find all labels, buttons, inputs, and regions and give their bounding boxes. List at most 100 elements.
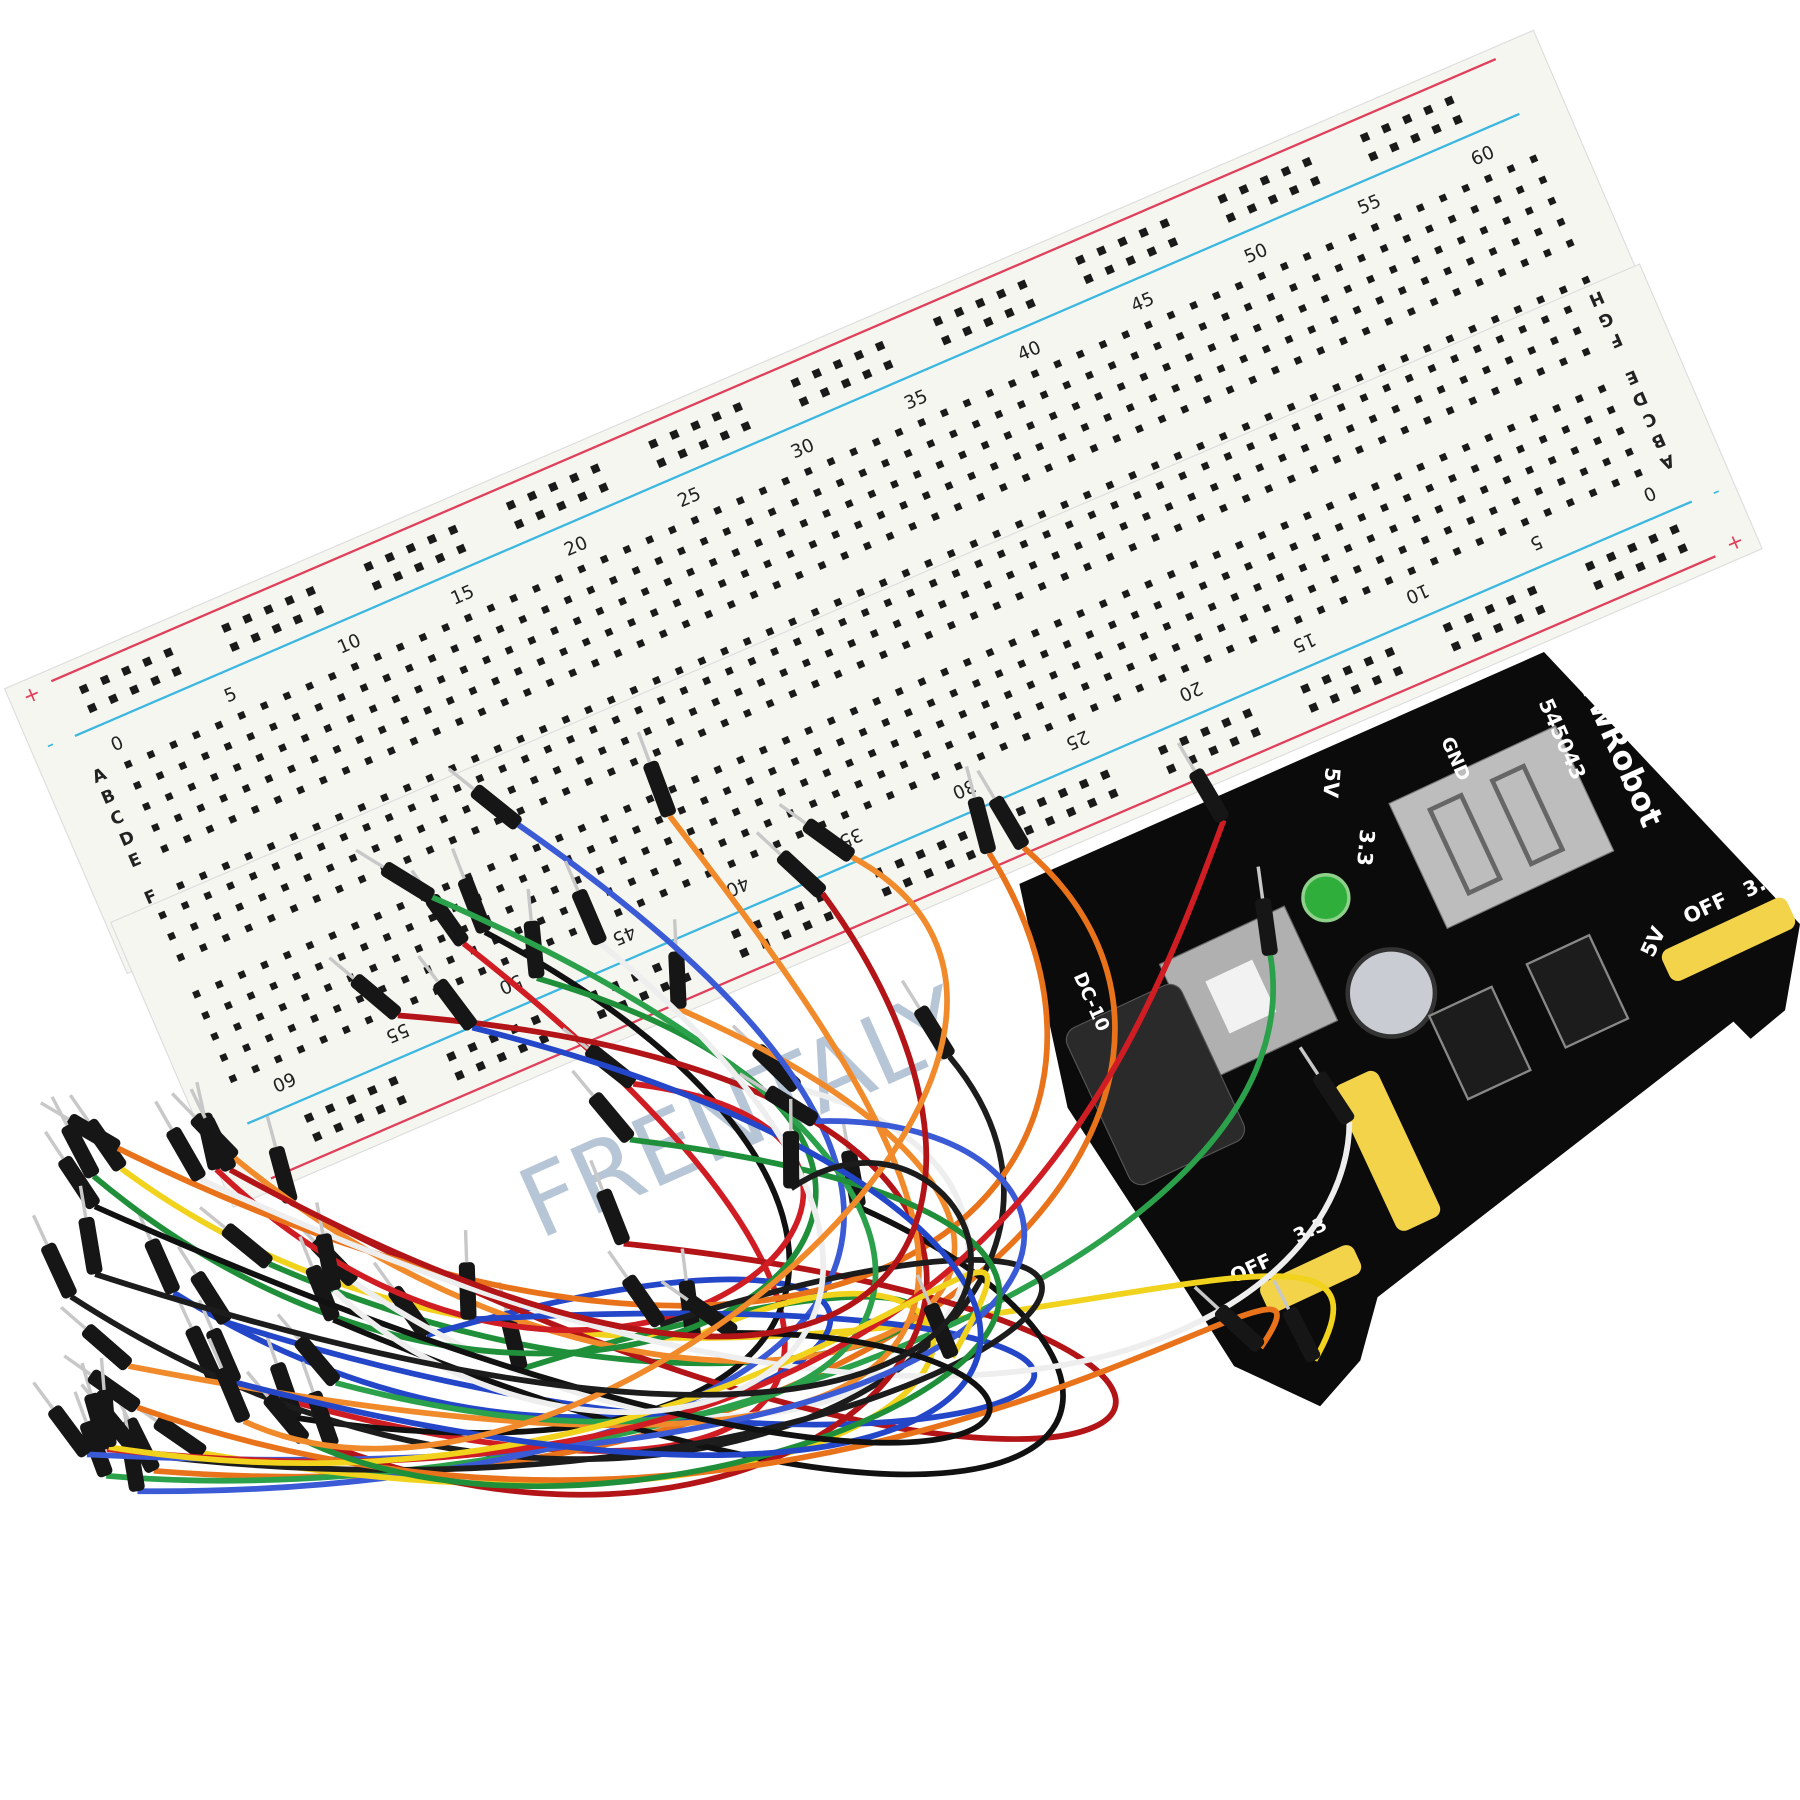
- terminal-hole[interactable]: [1547, 196, 1557, 206]
- terminal-hole[interactable]: [400, 974, 410, 984]
- terminal-hole[interactable]: [912, 729, 923, 739]
- terminal-hole[interactable]: [255, 753, 265, 763]
- terminal-hole[interactable]: [622, 544, 632, 554]
- rail-hole[interactable]: [1108, 788, 1119, 800]
- wire-connector[interactable]: [60, 1349, 142, 1414]
- terminal-hole[interactable]: [1593, 436, 1603, 446]
- terminal-hole[interactable]: [949, 688, 959, 698]
- terminal-hole[interactable]: [310, 1013, 320, 1023]
- rail-hole[interactable]: [547, 481, 559, 493]
- terminal-hole[interactable]: [878, 578, 888, 588]
- output-header[interactable]: [1332, 1068, 1444, 1234]
- terminal-hole[interactable]: [1624, 447, 1634, 457]
- terminal-hole[interactable]: [658, 629, 668, 639]
- terminal-hole[interactable]: [1465, 256, 1475, 266]
- terminal-hole[interactable]: [847, 638, 857, 648]
- terminal-hole[interactable]: [856, 659, 866, 669]
- terminal-hole[interactable]: [663, 836, 673, 846]
- terminal-hole[interactable]: [1021, 732, 1031, 742]
- terminal-hole[interactable]: [1060, 572, 1070, 582]
- terminal-hole[interactable]: [1520, 517, 1530, 527]
- terminal-hole[interactable]: [595, 865, 605, 875]
- wire-connector[interactable]: [566, 1066, 636, 1145]
- terminal-hole[interactable]: [223, 1001, 233, 1011]
- terminal-hole[interactable]: [1332, 383, 1342, 393]
- terminal-hole[interactable]: [296, 785, 306, 795]
- rail-hole[interactable]: [263, 604, 274, 615]
- jumper-wire[interactable]: [93, 1203, 993, 1446]
- terminal-hole[interactable]: [971, 678, 981, 688]
- terminal-hole[interactable]: [1488, 246, 1498, 257]
- terminal-hole[interactable]: [212, 912, 222, 922]
- terminal-hole[interactable]: [1329, 315, 1339, 325]
- terminal-hole[interactable]: [554, 574, 564, 584]
- terminal-hole[interactable]: [384, 812, 394, 823]
- rail-hole[interactable]: [303, 1112, 315, 1123]
- jumper-wire[interactable]: [228, 891, 929, 1340]
- terminal-hole[interactable]: [504, 645, 514, 655]
- terminal-hole[interactable]: [899, 760, 909, 770]
- terminal-hole[interactable]: [459, 665, 469, 675]
- terminal-hole[interactable]: [1377, 435, 1387, 445]
- terminal-hole[interactable]: [699, 536, 709, 546]
- rail-hole[interactable]: [861, 368, 873, 380]
- terminal-hole[interactable]: [1291, 422, 1301, 432]
- terminal-hole[interactable]: [994, 669, 1004, 679]
- terminal-hole[interactable]: [314, 702, 324, 712]
- terminal-hole[interactable]: [1543, 507, 1553, 517]
- terminal-hole[interactable]: [1558, 285, 1568, 295]
- terminal-hole[interactable]: [788, 689, 798, 699]
- terminal-hole[interactable]: [1497, 268, 1507, 278]
- terminal-hole[interactable]: [1502, 475, 1512, 485]
- terminal-hole[interactable]: [1241, 422, 1251, 432]
- terminal-hole[interactable]: [545, 678, 555, 688]
- rail-hole[interactable]: [739, 947, 750, 958]
- rail-hole[interactable]: [1178, 735, 1190, 747]
- terminal-hole[interactable]: [799, 518, 809, 528]
- wire-connector[interactable]: [1267, 1277, 1322, 1364]
- terminal-hole[interactable]: [994, 409, 1004, 419]
- rail-hole[interactable]: [388, 1076, 399, 1087]
- terminal-hole[interactable]: [305, 681, 315, 691]
- terminal-hole[interactable]: [688, 707, 698, 717]
- terminal-hole[interactable]: [636, 898, 646, 908]
- terminal-hole[interactable]: [860, 607, 870, 618]
- terminal-hole[interactable]: [1515, 185, 1525, 195]
- terminal-hole[interactable]: [899, 500, 909, 510]
- rail-hole[interactable]: [819, 387, 831, 398]
- terminal-hole[interactable]: [1198, 581, 1208, 591]
- terminal-hole[interactable]: [749, 849, 759, 859]
- terminal-hole[interactable]: [1234, 281, 1244, 291]
- jumper-wire[interactable]: [214, 941, 788, 1454]
- rail-hole[interactable]: [1104, 264, 1115, 276]
- terminal-hole[interactable]: [198, 943, 208, 953]
- rail-hole[interactable]: [1099, 769, 1111, 781]
- rail-hole[interactable]: [535, 509, 546, 521]
- terminal-hole[interactable]: [872, 696, 882, 706]
- terminal-hole[interactable]: [191, 730, 201, 740]
- terminal-hole[interactable]: [681, 619, 691, 629]
- terminal-hole[interactable]: [241, 783, 251, 793]
- terminal-hole[interactable]: [472, 634, 482, 644]
- wire-connector[interactable]: [444, 763, 524, 832]
- rail-hole[interactable]: [569, 472, 580, 484]
- terminal-hole[interactable]: [668, 784, 678, 794]
- terminal-hole[interactable]: [273, 1054, 283, 1064]
- terminal-hole[interactable]: [1005, 570, 1015, 580]
- terminal-hole[interactable]: [629, 685, 639, 695]
- terminal-hole[interactable]: [1311, 532, 1321, 542]
- terminal-hole[interactable]: [967, 730, 977, 740]
- rail-hole[interactable]: [936, 839, 948, 851]
- terminal-hole[interactable]: [608, 575, 618, 585]
- terminal-hole[interactable]: [1098, 339, 1108, 349]
- terminal-hole[interactable]: [611, 715, 621, 725]
- terminal-hole[interactable]: [618, 856, 628, 866]
- terminal-hole[interactable]: [441, 623, 451, 633]
- terminal-hole[interactable]: [1558, 357, 1569, 367]
- terminal-hole[interactable]: [1232, 472, 1242, 482]
- rail-hole[interactable]: [229, 641, 240, 652]
- terminal-hole[interactable]: [277, 743, 288, 753]
- terminal-hole[interactable]: [1037, 581, 1047, 591]
- terminal-hole[interactable]: [368, 963, 378, 973]
- rail-hole[interactable]: [447, 524, 459, 536]
